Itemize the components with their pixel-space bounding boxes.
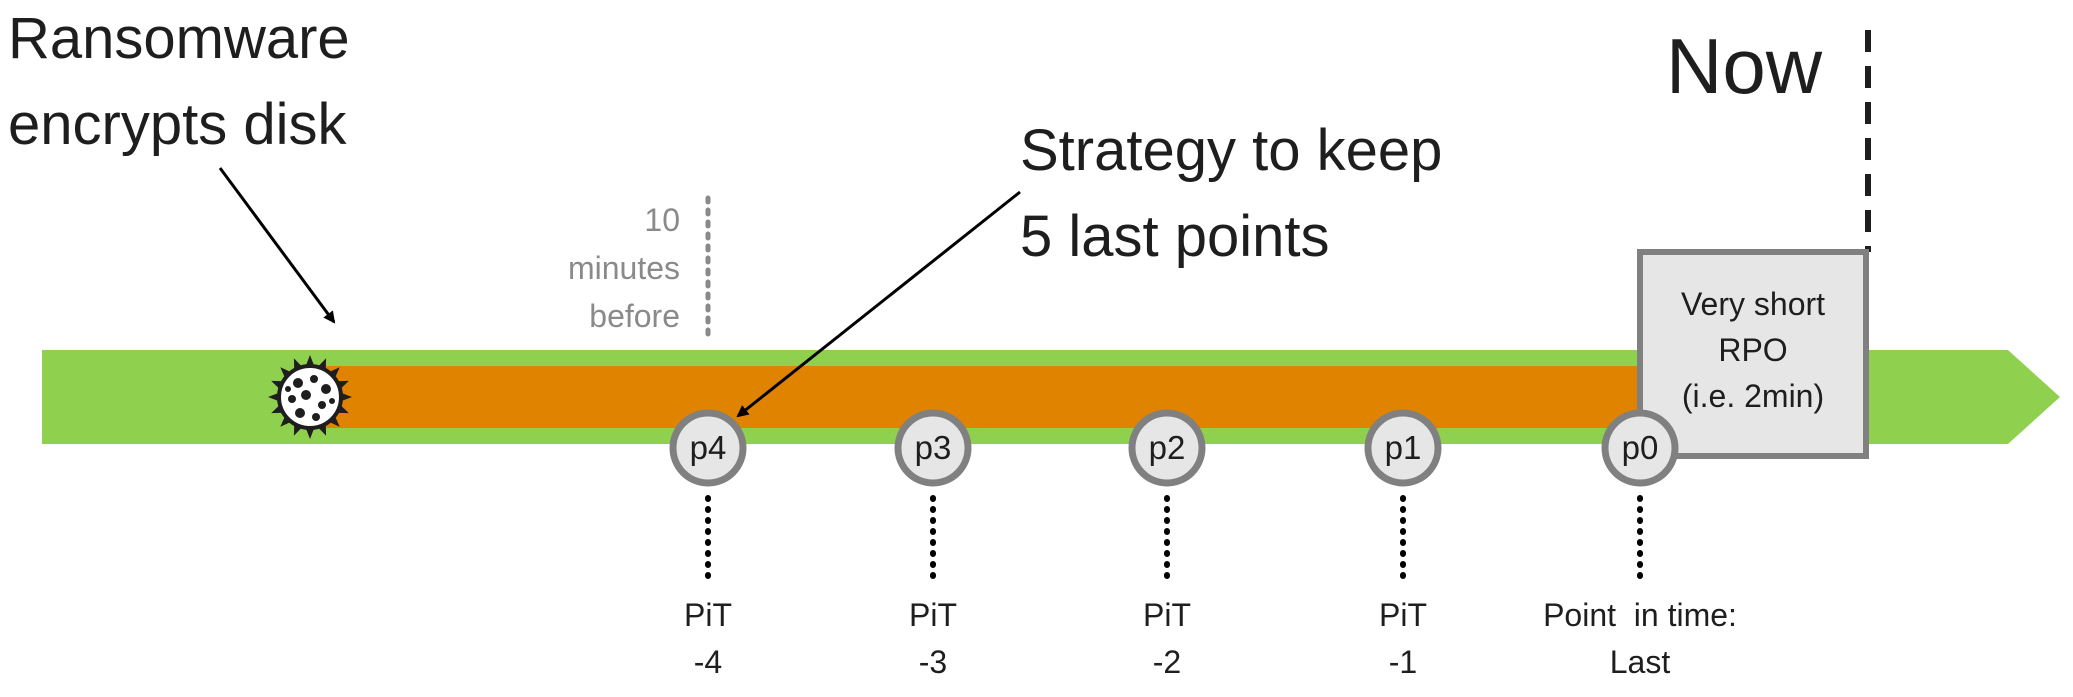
point-nodes: p4 p3 p2 p1 p0 (669, 409, 1679, 588)
point-node-p4 (669, 409, 747, 487)
rpo-line-1: Very short (1680, 286, 1826, 322)
pit-label-line: Last (1609, 644, 1671, 680)
point-node-label-p2: p2 (1149, 429, 1186, 466)
pit-label-line: Point in time: (1543, 597, 1737, 633)
strategy-label: Strategy to keep 5 last points (1020, 108, 1442, 280)
ten-minutes-line-2: minutes (567, 250, 680, 286)
pit-label-line: PiT (1379, 597, 1427, 633)
pit-label-line: PiT (684, 597, 732, 633)
rpo-line-3: (i.e. 2min) (1681, 378, 1825, 414)
rpo-line-2: RPO (1718, 332, 1788, 368)
pit-label-line: -1 (1388, 644, 1418, 680)
pit-label-p4: PiT -4 (568, 592, 848, 686)
virus-spike (280, 414, 293, 427)
pit-label-line: -2 (1152, 644, 1182, 680)
ransomware-line-1: Ransomware (8, 6, 350, 71)
pit-label-p2: PiT -2 (1027, 592, 1307, 686)
ransomware-label: Ransomware encrypts disk (8, 0, 350, 168)
virus-spike (327, 367, 340, 380)
virus-spike (327, 414, 340, 427)
point-node-p3 (894, 409, 972, 487)
strategy-arrow (736, 190, 1021, 418)
rpo-box (1637, 249, 1869, 459)
ransomware-line-2: encrypts disk (8, 92, 347, 157)
ten-minutes-line-3: before (589, 298, 680, 334)
point-node-label-p1: p1 (1385, 429, 1422, 466)
pit-label-p3: PiT -3 (793, 592, 1073, 686)
ransomware-arrow (218, 167, 336, 324)
pit-label-line: PiT (1143, 597, 1191, 633)
virus-spike (280, 367, 293, 380)
strategy-line-2: 5 last points (1020, 204, 1330, 269)
pit-label-line: -3 (918, 644, 948, 680)
point-node-p2 (1128, 409, 1206, 487)
point-node-p1 (1364, 409, 1442, 487)
strategy-line-1: Strategy to keep (1020, 118, 1443, 183)
pit-label-p1: PiT -1 (1263, 592, 1543, 686)
virus-icon (268, 355, 352, 439)
point-node-p0 (1601, 409, 1679, 487)
pit-label-p0: Point in time: Last (1500, 592, 1780, 686)
now-label: Now (1666, 22, 1823, 110)
pit-label-line: -4 (693, 644, 723, 680)
ten-minutes-label: 10 minutes before (520, 196, 680, 340)
exposure-bar (310, 366, 1644, 428)
ten-minutes-line-1: 10 (644, 202, 680, 238)
rpo-text: Very short RPO (i.e. 2min) (1643, 281, 1863, 419)
point-node-label-p0: p0 (1622, 429, 1659, 466)
point-node-label-p4: p4 (690, 429, 727, 466)
pit-label-line: PiT (909, 597, 957, 633)
point-node-label-p3: p3 (915, 429, 952, 466)
